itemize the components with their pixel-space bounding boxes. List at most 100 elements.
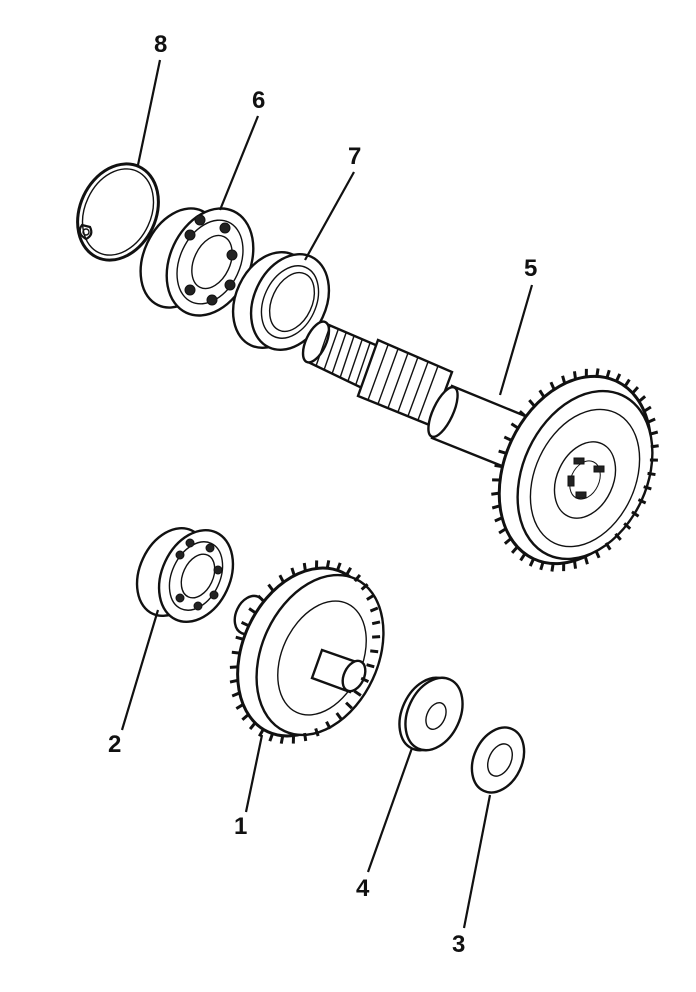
gear-tooth xyxy=(510,422,519,430)
gear-tooth xyxy=(267,583,275,592)
gear-tooth xyxy=(539,561,545,571)
gear-tooth xyxy=(336,562,342,571)
circlip-part-8 xyxy=(76,162,160,262)
leader-line-1 xyxy=(244,734,264,813)
gear-tooth xyxy=(638,395,647,403)
gear-tooth xyxy=(623,522,632,530)
gear-tooth xyxy=(494,516,503,523)
gear-tooth xyxy=(637,498,647,505)
gear-tooth xyxy=(650,444,659,449)
bearing-part-6 xyxy=(139,207,255,317)
gear-tooth xyxy=(248,607,257,615)
gear-tooth xyxy=(248,721,257,731)
gear-tooth xyxy=(279,735,285,744)
gear-tooth xyxy=(615,373,622,382)
gear-tooth xyxy=(643,405,652,413)
leader-line-7 xyxy=(304,171,355,261)
callout-5: 5 xyxy=(524,255,537,282)
gear-tooth xyxy=(360,676,370,683)
gear-tooth xyxy=(240,621,250,628)
callout-6: 6 xyxy=(252,87,265,114)
callout-3: 3 xyxy=(452,931,465,958)
gear-tooth xyxy=(235,635,244,641)
gear-tooth xyxy=(538,389,546,398)
gear-tooth xyxy=(371,620,381,626)
gear-tooth xyxy=(572,371,578,380)
gear-tooth xyxy=(258,728,265,738)
gear-tooth xyxy=(353,573,362,583)
gear-tooth xyxy=(510,545,519,554)
gear-tooth xyxy=(257,594,265,603)
callout-1: 1 xyxy=(234,813,247,840)
leader-line-2 xyxy=(120,609,160,731)
gear-tooth xyxy=(241,713,250,721)
gear-tooth xyxy=(353,689,362,697)
leader-line-4 xyxy=(366,747,414,873)
gear-tooth xyxy=(649,430,659,436)
gear-tooth xyxy=(491,491,500,496)
gear-tooth xyxy=(335,712,343,721)
gear-tooth xyxy=(231,650,240,655)
gear-tooth xyxy=(549,381,556,391)
gear-tooth xyxy=(491,504,501,510)
gear-tooth xyxy=(647,471,656,477)
gear-tooth xyxy=(235,703,244,710)
leader-line-5 xyxy=(498,284,534,396)
gear-tooth xyxy=(366,663,375,669)
gear-tooth xyxy=(647,417,656,424)
gear-tooth xyxy=(528,558,535,567)
bearing-part-2 xyxy=(135,526,235,624)
gear-tooth xyxy=(572,560,578,569)
leader-line-8 xyxy=(136,59,162,166)
gear-tooth xyxy=(325,560,331,569)
gear-tooth xyxy=(503,537,512,545)
gear-tooth xyxy=(643,485,652,491)
gear-tooth xyxy=(550,563,555,572)
gear-tooth xyxy=(360,583,369,591)
gear-tooth xyxy=(366,594,375,601)
leader-line-6 xyxy=(218,115,260,211)
gear-tooth xyxy=(583,556,589,565)
gear-tooth xyxy=(498,527,507,535)
gear-part-1 xyxy=(229,560,385,744)
gear-tooth xyxy=(278,574,285,584)
gear-tooth xyxy=(325,720,332,730)
seal-part-7 xyxy=(231,250,331,352)
gear-tooth xyxy=(494,463,503,469)
gear-tooth xyxy=(290,567,296,577)
gear-tooth xyxy=(594,549,601,559)
gear-tooth xyxy=(623,378,631,388)
gear-tooth xyxy=(302,562,307,572)
gear-tooth xyxy=(231,691,241,698)
leader-lines xyxy=(120,59,534,929)
callout-8: 8 xyxy=(154,31,167,58)
gear-tooth xyxy=(303,732,308,742)
gear-tooth xyxy=(503,435,513,442)
gear-tooth xyxy=(518,410,527,418)
gear-tooth xyxy=(595,368,600,377)
gear-tooth xyxy=(370,649,379,654)
gear-tooth xyxy=(345,701,353,710)
gear-tooth xyxy=(631,386,640,395)
gear-tooth xyxy=(604,542,612,551)
callout-7: 7 xyxy=(348,143,361,170)
gear-tooth xyxy=(605,369,611,379)
gear-tooth xyxy=(614,532,622,541)
gear-tooth xyxy=(229,678,239,684)
gear-tooth xyxy=(519,552,527,562)
callout-labels: 8 6 7 5 2 1 4 3 xyxy=(108,31,537,958)
gear-tooth xyxy=(561,375,567,384)
gear-tooth xyxy=(631,510,640,518)
leader-line-3 xyxy=(462,794,492,929)
gear-tooth xyxy=(369,606,379,613)
gear-tooth xyxy=(268,733,274,742)
gear-tooth xyxy=(498,449,507,455)
gear-tooth xyxy=(345,566,352,576)
shaft-gear-part-5 xyxy=(301,320,659,572)
gear-tooth xyxy=(528,399,536,408)
washer-part-4 xyxy=(398,676,464,752)
callout-2: 2 xyxy=(108,731,121,758)
gear-tooth xyxy=(314,727,320,737)
washer-part-3 xyxy=(470,726,526,794)
